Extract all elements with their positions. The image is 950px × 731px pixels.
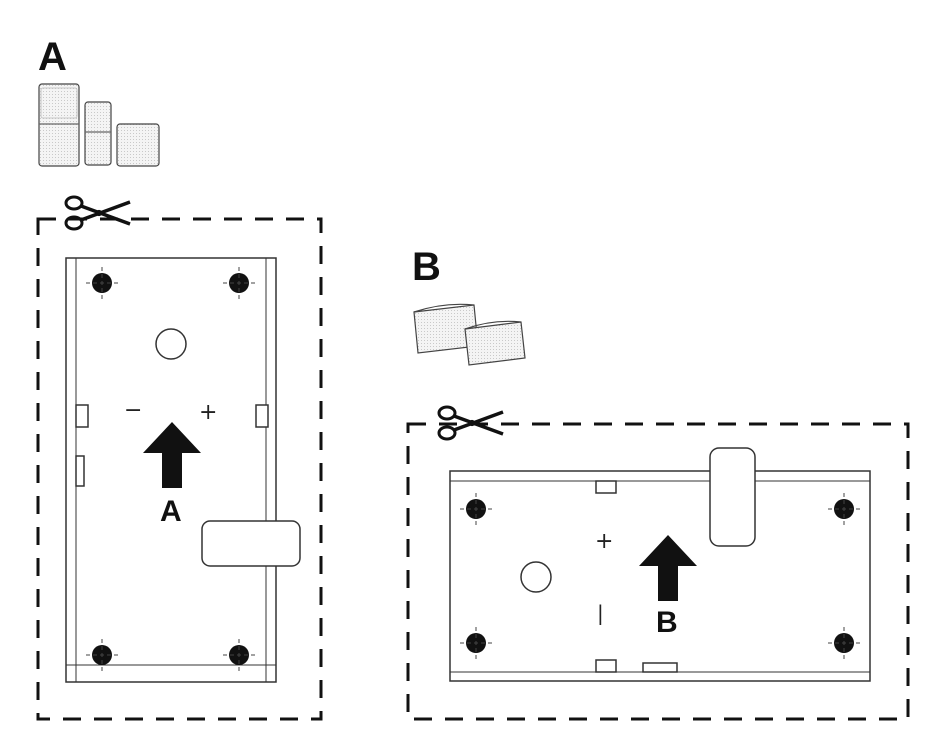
scissors-icon bbox=[66, 197, 130, 229]
section-a-title: A bbox=[38, 35, 67, 79]
soundbar-speakers-icon bbox=[414, 304, 525, 365]
plus-symbol: + bbox=[199, 400, 217, 425]
arrow-label-b: B bbox=[656, 606, 678, 639]
mounting-hole bbox=[223, 267, 255, 299]
mounting-hole bbox=[86, 267, 118, 299]
cube-speakers-icon bbox=[39, 84, 159, 166]
template-a-outline bbox=[66, 258, 300, 682]
mounting-hole bbox=[460, 493, 492, 525]
section-b-title: B bbox=[412, 245, 441, 289]
section-a: A bbox=[38, 35, 321, 719]
up-arrow-icon bbox=[639, 535, 697, 601]
plus-symbol: + bbox=[595, 529, 613, 554]
arrow-label-a: A bbox=[160, 495, 182, 528]
section-b: B bbox=[408, 245, 908, 719]
mounting-hole bbox=[828, 493, 860, 525]
mounting-hole bbox=[223, 639, 255, 671]
mounting-hole bbox=[86, 639, 118, 671]
mounting-hole bbox=[828, 627, 860, 659]
minus-symbol: − bbox=[124, 398, 142, 423]
minus-symbol: | bbox=[597, 601, 604, 625]
up-arrow-icon bbox=[143, 422, 201, 488]
mounting-hole bbox=[460, 627, 492, 659]
